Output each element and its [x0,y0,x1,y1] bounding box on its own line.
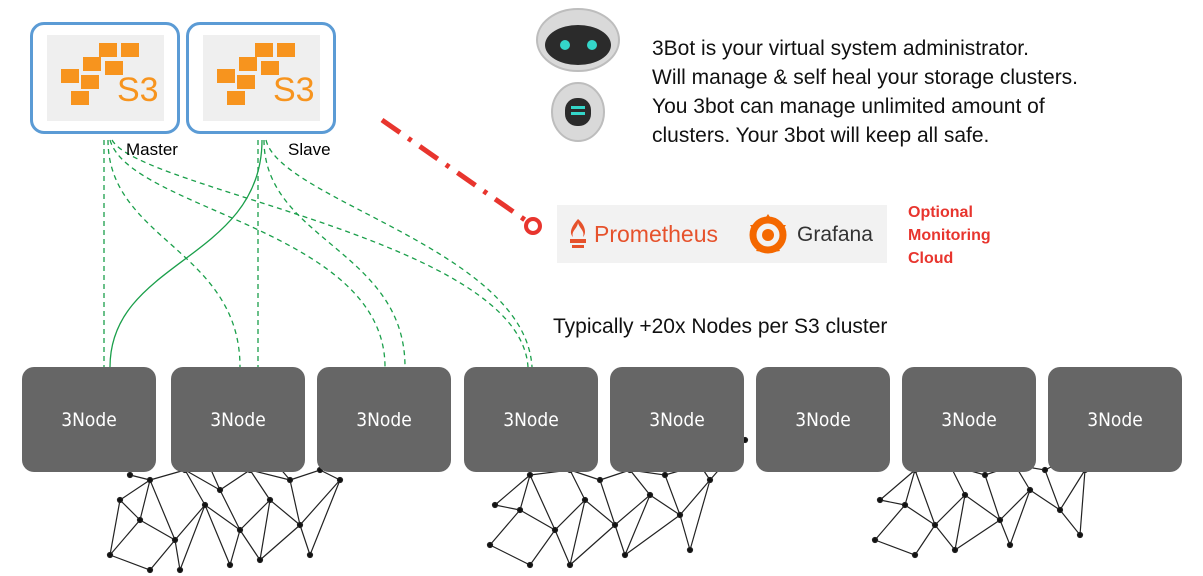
master-dashed-2 [107,139,241,368]
s3-cubes-icon [217,43,295,105]
master-label: Master [126,140,178,159]
slave-dashed-2 [263,139,406,368]
grafana-swirl-icon [749,214,787,254]
optional-monitoring-label: Optional Monitoring Cloud [908,201,991,270]
prometheus-text: Prometheus [594,221,719,247]
prometheus-logo: Prometheus [557,205,740,263]
slave-label: Slave [288,140,331,159]
s3-slave-box: S3 [186,22,336,134]
robot-icon [536,8,620,142]
s3-logo-text: S3 [117,71,159,109]
description-line: clusters. Your 3bot will keep all safe. [652,124,990,147]
grafana-text: Grafana [797,223,873,246]
node-box: 3Node [756,367,890,472]
prometheus-flame-icon [570,219,586,248]
typical-nodes-caption: Typically +20x Nodes per S3 cluster [553,315,888,338]
node-box: 3Node [317,367,451,472]
description-line: You 3bot can manage unlimited amount of [652,95,1045,118]
description-line: 3Bot is your virtual system administrato… [652,37,1029,60]
description-line: Will manage & self heal your storage clu… [652,66,1079,89]
cluster-connections [103,139,533,368]
node-box: 3Node [902,367,1036,472]
s3-logo: S3 [47,35,164,121]
optional-line: Optional [908,204,973,221]
slave-to-node-1-solid [109,139,263,368]
node-box: 3Node [22,367,156,472]
s3-cubes-icon [61,43,139,105]
3bot-description: 3Bot is your virtual system administrato… [652,34,1078,150]
node-box: 3Node [610,367,744,472]
s3-logo: S3 [203,35,320,121]
optional-line: Cloud [908,250,954,267]
master-dashed-4 [111,139,529,368]
node-box: 3Node [171,367,305,472]
s3-master-box: S3 [30,22,180,134]
optional-line: Monitoring [908,227,991,244]
s3-logo-text: S3 [273,71,315,109]
node-box: 3Node [464,367,598,472]
node-box: 3Node [1048,367,1182,472]
master-dashed-3 [109,139,386,368]
monitor-link [380,117,542,235]
grafana-logo: Grafana [740,205,887,263]
slave-dashed-3 [265,139,533,368]
